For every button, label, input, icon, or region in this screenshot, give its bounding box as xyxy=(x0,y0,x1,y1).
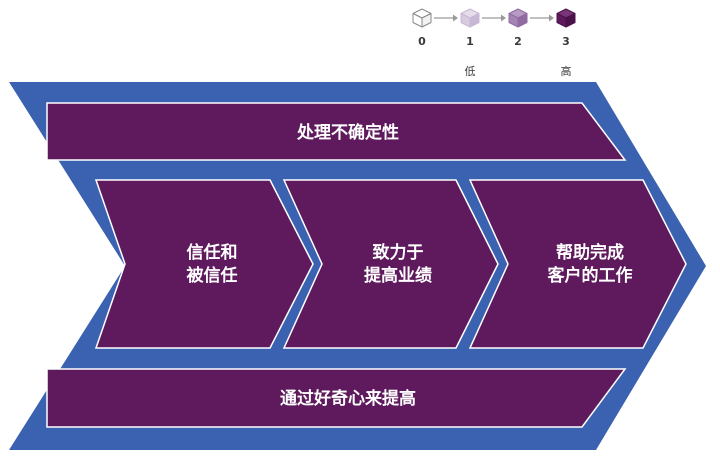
legend-cube-2-icon xyxy=(508,8,528,28)
legend-level-3-number: 3 xyxy=(562,35,570,48)
legend-low-label: 低 xyxy=(465,65,476,78)
chevron-2-panel xyxy=(282,179,499,349)
chevron-3-label-line-2: 客户的工作 xyxy=(547,265,633,286)
top-bar-label: 处理不确定性 xyxy=(296,122,399,143)
legend-cube-1-icon xyxy=(460,8,480,28)
legend-level-0-number: 0 xyxy=(418,35,426,48)
legend-cube-0-icon xyxy=(412,8,432,28)
chevron-3-label-line-1: 帮助完成 xyxy=(556,242,624,263)
chevron-1-label-line-2: 被信任 xyxy=(187,265,238,286)
legend-arrow-icon xyxy=(434,14,458,22)
legend-level-1-number: 1 xyxy=(466,35,474,48)
legend-arrow-icon xyxy=(530,14,554,22)
chevron-1-label-line-1: 信任和 xyxy=(187,242,238,263)
chevron-2-label-line-2: 提高业绩 xyxy=(364,265,432,286)
maturity-legend: 0 1 2 3 低 高 xyxy=(412,8,576,78)
chevron-3-panel xyxy=(468,179,687,349)
top-bar-panel xyxy=(46,102,627,161)
legend-cube-3-icon xyxy=(556,8,576,28)
chevron-2-label-line-1: 致力于 xyxy=(373,242,424,263)
bottom-bar-panel xyxy=(46,368,627,428)
legend-level-2-number: 2 xyxy=(514,35,522,48)
bottom-bar-label: 通过好奇心来提高 xyxy=(280,388,416,409)
legend-high-label: 高 xyxy=(561,64,572,78)
legend-arrow-icon xyxy=(482,14,506,22)
chevron-1-panel xyxy=(94,179,314,349)
